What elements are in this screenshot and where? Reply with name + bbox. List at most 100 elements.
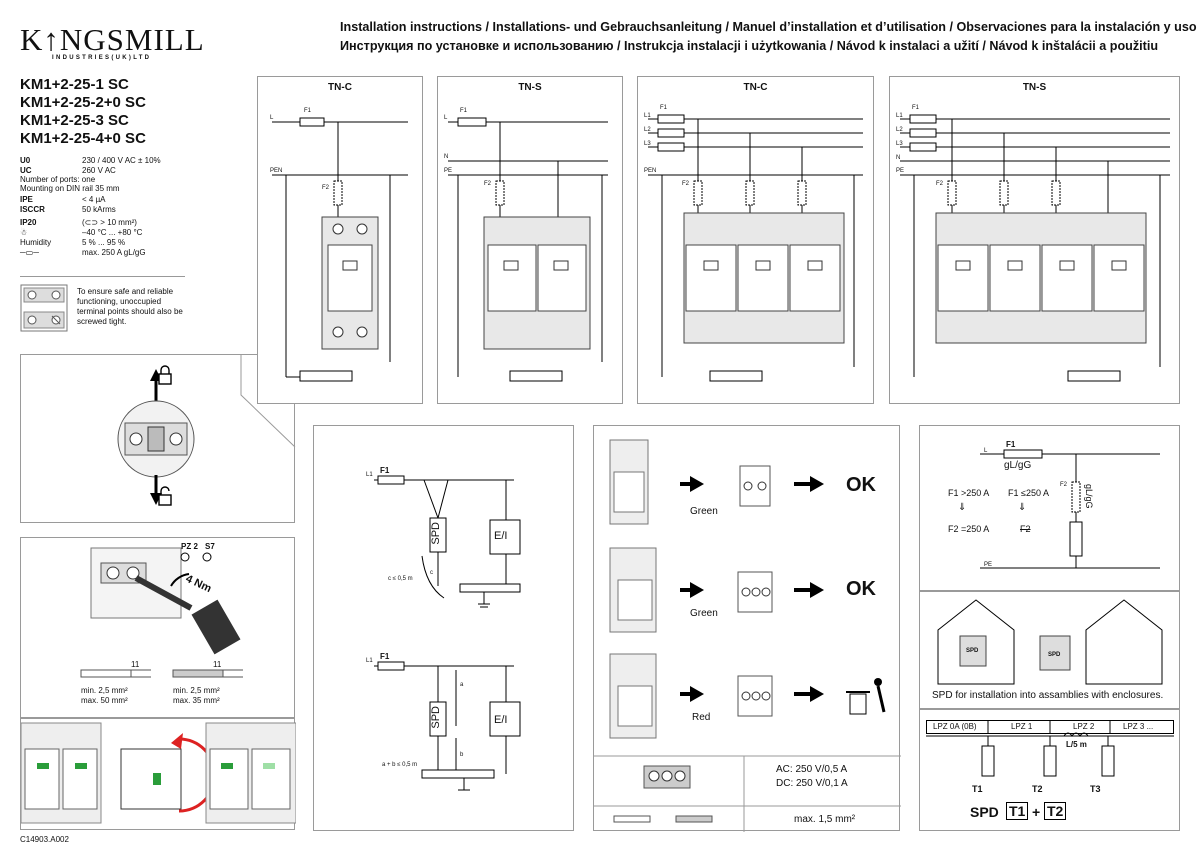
status-result: OK: [846, 474, 876, 496]
spec-value: < 4 µA: [82, 195, 106, 204]
spec-value: max. 250 A gL/gG: [82, 248, 146, 257]
lock-illustration: [117, 355, 296, 506]
fuse-rating: gL/gG: [1004, 460, 1032, 471]
model-2: KM1+2-25-2+0 SC: [20, 94, 146, 111]
diagram-tn-s-2pole-schematic: [448, 117, 608, 382]
arrow-down-icon: ⇓: [958, 502, 967, 513]
header-line-1: Installation instructions / Installation…: [340, 20, 1200, 34]
condition-1: F1 >250 A: [948, 488, 990, 498]
model-4: KM1+2-25-4+0 SC: [20, 130, 146, 147]
spec-key: Mounting on DIN rail 35 mm: [20, 184, 120, 193]
spec-key: U0: [20, 156, 31, 165]
spec-value: 50 kArms: [82, 205, 116, 214]
diagram-tn-c-3pole: TN-C L1 L2 L3 PEN F1 F2: [637, 76, 874, 404]
spec-key: IPE: [20, 195, 33, 204]
distance-c-marker: c: [430, 570, 433, 576]
strip-length: 11: [213, 660, 222, 669]
spec-value: 260 V AC: [82, 166, 116, 175]
status-result: OK: [846, 578, 876, 600]
diagram-tn-c-1pole-schematic: [272, 117, 408, 382]
plus-sign: +: [1032, 804, 1041, 820]
diagram-tn-c-1pole: TN-C L PEN F1 F2: [257, 76, 423, 404]
diagram-title: TN-C: [328, 82, 352, 93]
arrow-down-icon: ⇓: [1018, 502, 1027, 513]
spec-value: –40 °C ... +80 °C: [82, 228, 143, 237]
spd-label: SPD: [1048, 652, 1061, 658]
spec-key: Humidity: [20, 238, 52, 247]
brand-subtitle: INDUSTRIES(UK)LTD: [52, 55, 152, 61]
diagram-tn-c-3pole-schematic: [648, 114, 863, 382]
remote-ac: AC: 250 V/0,5 A: [776, 764, 848, 775]
type-label: T1: [972, 784, 983, 794]
spd-type-box: T1: [1006, 802, 1029, 820]
enclosure-illustration: [937, 599, 1163, 685]
module-replace-panel: [20, 718, 297, 830]
spd-label: SPD: [430, 522, 442, 545]
fuse-symbol-icon: ─▭─: [20, 248, 39, 257]
lpz-bar: LPZ 0A (0B) LPZ 1 LPZ 2 LPZ 3 ...: [926, 720, 1174, 734]
torque-panel: PZ 2 S7 4 Nm 11 11 min. 2,5 mm² max. 50 …: [20, 537, 295, 718]
lpz-zone: LPZ 3 ...: [1123, 722, 1154, 731]
thermometer-icon: ☃: [20, 228, 28, 237]
distance-c: c ≤ 0,5 m: [388, 576, 413, 582]
line-label: L1: [366, 658, 373, 664]
diagram-tn-s-4pole: TN-S L1 L2 L3 N PE F1 F2: [889, 76, 1180, 404]
diagram-title: TN-S: [518, 82, 542, 93]
trash-bin-icon: [846, 678, 886, 715]
s-label: S7: [205, 542, 215, 551]
status-label: Green: [690, 608, 718, 619]
safety-note: To ensure safe and reliable functioning,…: [77, 287, 183, 326]
status-row-2: [609, 547, 824, 633]
fuse-selection-panel: L F1 gL/gG F2 gL/gG F1 >250 A F1 ≤250 A …: [919, 425, 1180, 591]
status-label: Green: [690, 506, 718, 517]
pz-label: PZ 2: [181, 542, 198, 551]
status-label: Red: [692, 712, 711, 723]
fuse-label: F1: [380, 652, 390, 661]
lpz-length: L/5 m: [1066, 740, 1087, 749]
type-label: T3: [1090, 784, 1101, 794]
fuse-label: F2: [484, 181, 492, 187]
spec-value: 230 / 400 V AC ± 10%: [82, 156, 161, 165]
connection-length-schematic: [374, 475, 521, 791]
fuse-label: F1: [1006, 440, 1016, 449]
fuse-label: F1: [460, 108, 468, 114]
lpz-schematic: [926, 720, 1174, 777]
distance-a: a: [460, 682, 464, 688]
spd-label: SPD: [966, 648, 979, 654]
model-3: KM1+2-25-3 SC: [20, 112, 129, 129]
status-row-1: [609, 439, 824, 525]
line-label: L2: [644, 127, 651, 133]
condition-2: F1 ≤250 A: [1008, 488, 1049, 498]
line-label: L: [984, 448, 988, 454]
line-label: N: [444, 154, 449, 160]
type-label: T2: [1032, 784, 1043, 794]
line-label: PEN: [270, 168, 283, 174]
distance-b: b: [460, 752, 464, 758]
divider: [20, 276, 185, 277]
spec-value: 5 % ... 95 %: [82, 238, 126, 247]
line-label: L1: [644, 113, 651, 119]
wire-min: min. 2,5 mm²: [173, 686, 220, 695]
spec-key: ISCCR: [20, 205, 45, 214]
line-label: L1: [896, 113, 903, 119]
lpz-zone: LPZ 2: [1073, 722, 1095, 731]
status-indicator-illustration: [594, 439, 901, 832]
line-label: PE: [984, 562, 993, 568]
remote-dc: DC: 250 V/0,1 A: [776, 778, 848, 789]
wire-max: max. 35 mm²: [173, 696, 220, 705]
fuse-label: F1: [380, 466, 390, 475]
fuse-label: F1: [912, 105, 920, 111]
line-label: PE: [896, 168, 905, 174]
wire-max: max. 50 mm²: [81, 696, 128, 705]
distance-ab: a + b ≤ 0,5 m: [382, 762, 418, 768]
fuse-label: F2: [682, 181, 690, 187]
line-label: L3: [896, 141, 903, 147]
diagram-tn-s-4pole-schematic: [900, 114, 1170, 382]
line-label: L2: [896, 127, 903, 133]
spd-type-summary: SPD: [970, 804, 999, 820]
enclosure-panel: SPD SPD SPD for installation into assamb…: [919, 591, 1180, 709]
fuse-selection-schematic: [980, 449, 1160, 569]
result-1: F2 =250 A: [948, 524, 990, 534]
torque-illustration: [80, 547, 243, 678]
line-label: PEN: [644, 168, 657, 174]
